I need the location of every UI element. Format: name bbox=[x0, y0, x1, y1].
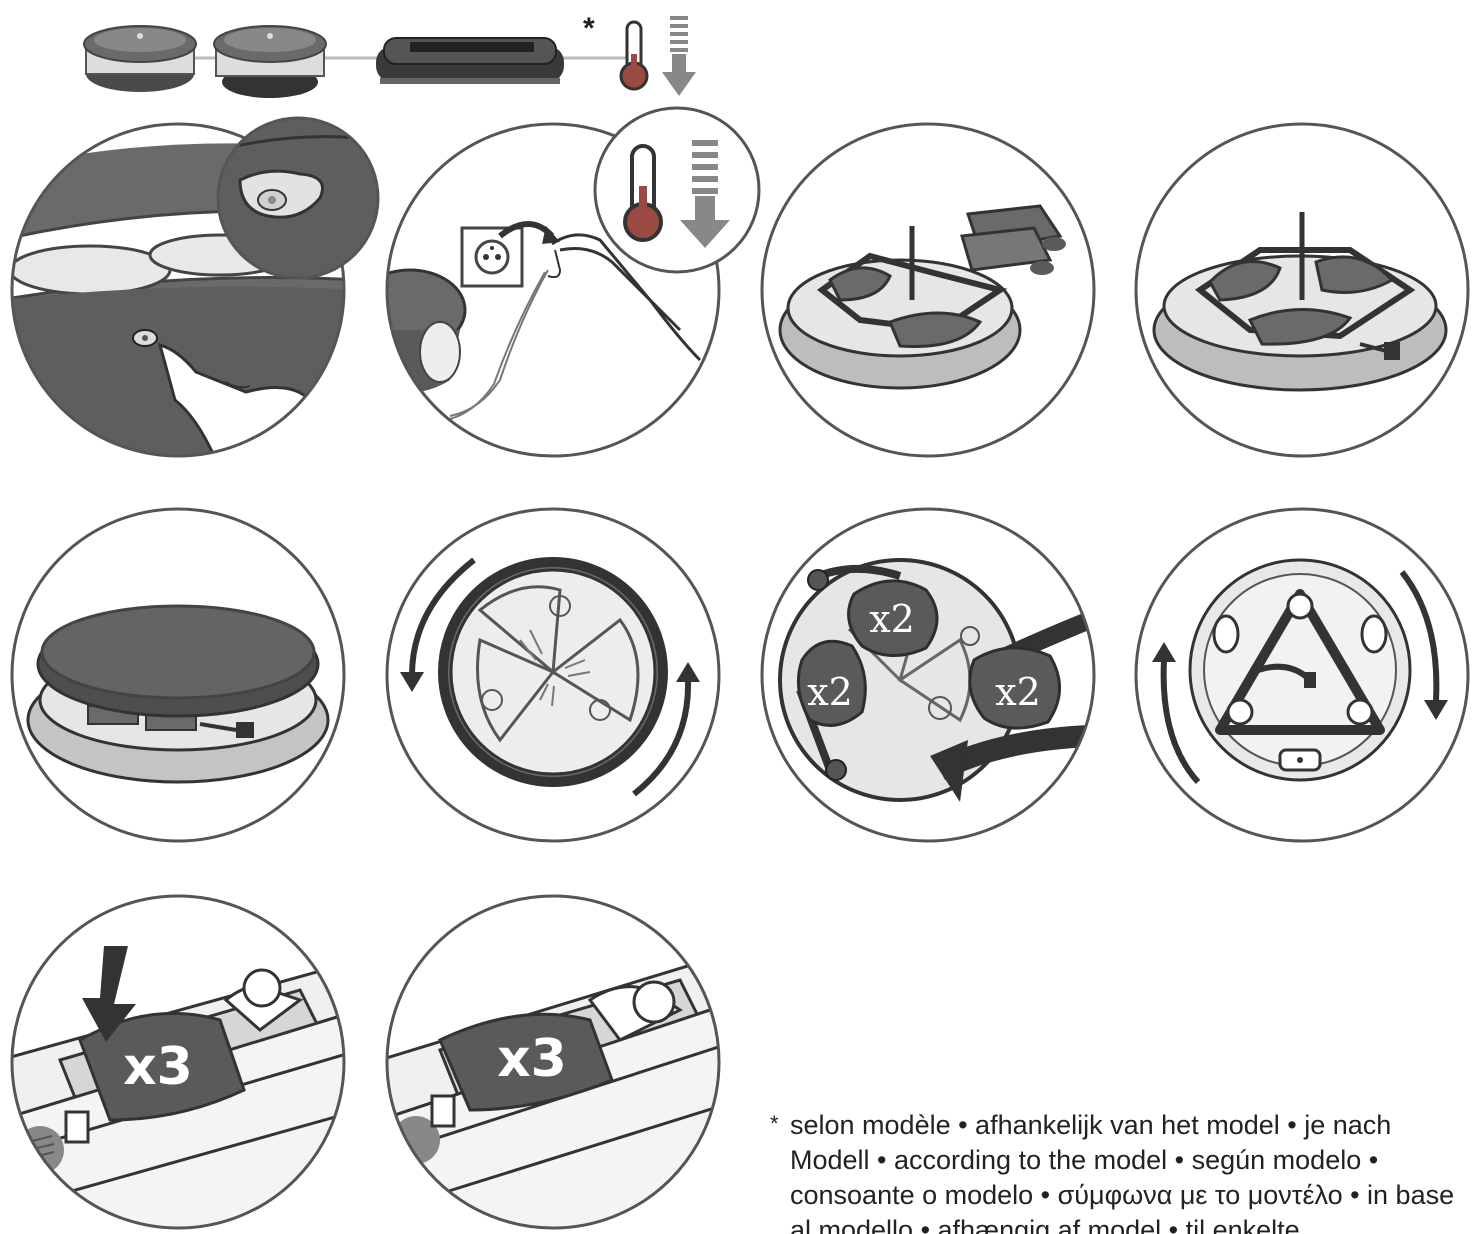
switch-zoom bbox=[216, 116, 380, 280]
step-8 bbox=[1134, 507, 1470, 843]
step-2 bbox=[385, 106, 761, 458]
thermometer-icon bbox=[623, 144, 663, 242]
step-9: x3 bbox=[10, 894, 346, 1230]
model-rectangular bbox=[376, 37, 564, 84]
rotate-arrow-icon bbox=[1152, 642, 1201, 785]
badge-count: x2 bbox=[869, 597, 915, 641]
step-4 bbox=[1134, 122, 1470, 458]
cooldown-bubble bbox=[593, 106, 761, 274]
plate-badge-x2: x2 bbox=[796, 639, 867, 727]
step-6 bbox=[385, 507, 721, 843]
plate-badge-x2: x2 bbox=[968, 646, 1061, 730]
asterisk-marker: * bbox=[583, 12, 595, 45]
plate-badge-x2: x2 bbox=[847, 579, 939, 658]
thermometer-icon bbox=[619, 20, 649, 91]
rotate-arrow-icon bbox=[400, 557, 476, 692]
model-round-1 bbox=[83, 25, 197, 92]
push-down-arrow-icon bbox=[82, 946, 136, 1042]
badge-count: x3 bbox=[497, 1029, 567, 1089]
cooling-arrow-icon bbox=[680, 140, 730, 248]
badge-count: x2 bbox=[995, 670, 1041, 714]
step-5 bbox=[10, 507, 346, 843]
step-10: x3 bbox=[385, 894, 721, 1230]
model-strip: * bbox=[83, 12, 696, 98]
model-footnote: * selon modèle • afhankelijk van het mod… bbox=[770, 1108, 1460, 1234]
rotate-arrow-icon bbox=[632, 662, 700, 797]
rotate-arrow-icon bbox=[1399, 570, 1448, 720]
step-3 bbox=[760, 122, 1096, 458]
power-switch-icon bbox=[132, 329, 158, 347]
cooling-arrow-icon bbox=[662, 16, 696, 96]
badge-count: x2 bbox=[807, 670, 853, 714]
step-7: x2 x2 x2 bbox=[760, 507, 1096, 843]
model-round-2 bbox=[213, 25, 327, 98]
step-1 bbox=[10, 116, 380, 458]
badge-count: x3 bbox=[123, 1037, 193, 1097]
footnote-marker: * bbox=[770, 1111, 779, 1136]
footnote-text: selon modèle • afhankelijk van het model… bbox=[790, 1110, 1455, 1234]
wall-socket-icon bbox=[460, 226, 524, 288]
